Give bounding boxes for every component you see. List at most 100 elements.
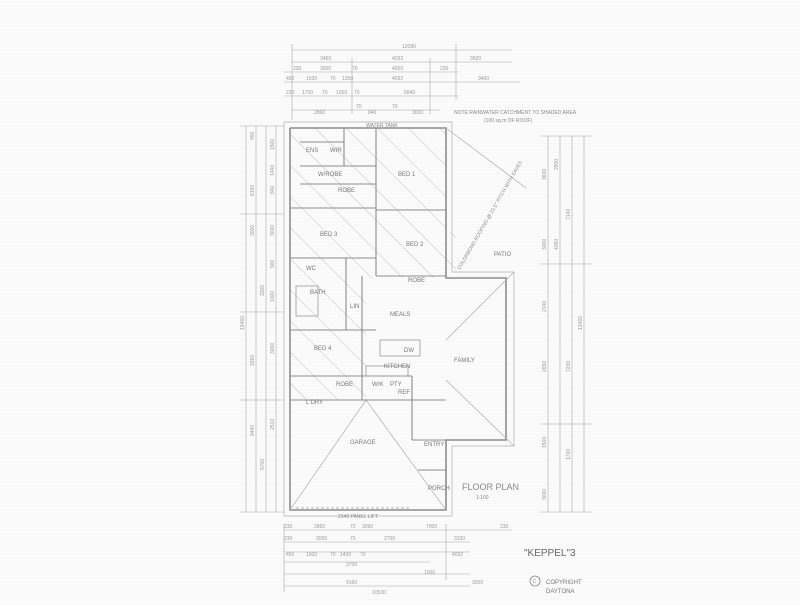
dim-right: 3000 xyxy=(542,239,548,250)
dim-right: 1700 xyxy=(566,449,572,460)
dim-bottom: 7000 xyxy=(426,524,437,530)
room-label-robe: ROBE xyxy=(338,188,355,194)
dim-top: 1730 xyxy=(302,90,313,96)
dim-top: 3460 xyxy=(320,56,331,62)
dim-right: 2900 xyxy=(554,159,560,170)
dim-bottom: 70 xyxy=(350,536,356,542)
room-label-family: FAMILY xyxy=(454,358,475,364)
room-label-garage: GARAGE xyxy=(350,440,376,446)
dim-bottom: 3000 xyxy=(472,580,483,586)
dim-bottom: 1430 xyxy=(340,552,351,558)
dim-bottom: 2700 xyxy=(384,536,395,542)
room-label-wir-robe: W/ROBE xyxy=(318,172,342,178)
bottom-dimension-lines xyxy=(283,524,512,592)
dim-top: 3000 xyxy=(320,66,331,72)
rainwater-note-area: (100 sq.m OF ROOF) xyxy=(484,118,532,124)
external-walls xyxy=(289,127,507,511)
dim-bottom: 9160 xyxy=(346,580,357,586)
roof-eave-outline xyxy=(283,121,527,517)
room-label-wc: WC xyxy=(306,266,317,272)
dim-bottom: 70 xyxy=(350,524,356,530)
dim-left-inner: 3000 xyxy=(270,343,276,354)
left-dimension-lines xyxy=(240,125,284,513)
dim-bottom: 230 xyxy=(284,524,293,530)
room-label-meals: MEALS xyxy=(390,312,410,318)
dim-top: 4032 xyxy=(392,76,403,82)
dim-left-inner: 3000 xyxy=(270,225,276,236)
dim-right: 2650 xyxy=(542,361,548,372)
dim-left-inner: 1000 xyxy=(270,291,276,302)
dim-top: 3500 xyxy=(470,56,481,62)
rainwater-catchment-hatch xyxy=(290,128,456,400)
room-label-robe2: ROBE xyxy=(408,278,425,284)
dim-top-overall: 12080 xyxy=(402,44,416,50)
room-label-bed2: BED 2 xyxy=(406,242,424,248)
room-label-bath: BATH xyxy=(310,290,326,296)
bath-tub xyxy=(295,285,319,317)
dim-top: 230 xyxy=(293,66,302,72)
dim-bottom: 3330 xyxy=(454,536,465,542)
dim-top: 1530 xyxy=(306,76,317,82)
right-dimension-lines xyxy=(540,135,592,513)
dim-top: 3030 xyxy=(412,110,423,116)
copyright-label: COPYRIGHT xyxy=(546,580,582,586)
room-label-bed3: BED 3 xyxy=(320,232,338,238)
dim-left-inner: 1500 xyxy=(270,139,276,150)
dim-bottom: 1500 xyxy=(424,570,435,576)
dim-top: 70 xyxy=(322,90,328,96)
room-label-ref: REF xyxy=(398,390,410,396)
copyright-icon xyxy=(529,575,541,587)
dim-left-inner: 2510 xyxy=(270,419,276,430)
room-label-entry: ENTRY xyxy=(424,442,444,448)
dim-top: 70 xyxy=(354,90,360,96)
dim-right: 2140 xyxy=(542,301,548,312)
dim-top: 5040 xyxy=(404,90,415,96)
room-label-laundry: L'DRY xyxy=(306,400,323,406)
dim-top: 4050 xyxy=(392,66,403,72)
room-label-ens: ENS xyxy=(306,148,318,154)
dim-bottom: 450 xyxy=(286,552,295,558)
dim-bottom: 4032 xyxy=(452,552,463,558)
dim-right: 7140 xyxy=(566,209,572,220)
room-label-wk: W/K xyxy=(372,382,383,388)
room-label-porch: PORCH xyxy=(428,486,450,492)
dim-top: 70 xyxy=(352,66,358,72)
dim-top: 450 xyxy=(286,76,295,82)
dim-bottom: 2860 xyxy=(314,524,325,530)
dim-top: 230 xyxy=(440,66,449,72)
dim-right: 3000 xyxy=(542,489,548,500)
dim-top: 1350 xyxy=(342,76,353,82)
dim-left: 3300 xyxy=(260,285,266,296)
room-label-bed4: BED 4 xyxy=(314,346,332,352)
dim-top: 2860 xyxy=(314,110,325,116)
dim-top: 840 xyxy=(368,110,377,116)
room-label-pty: PTY xyxy=(390,382,402,388)
dim-bottom: 3090 xyxy=(362,524,373,530)
dim-left: 5700 xyxy=(260,459,266,470)
floor-plan-scale: 1:100 xyxy=(476,495,489,501)
right-dimension-labels: 3600 2900 7140 3000 4050 2140 2650 7230 … xyxy=(542,159,584,500)
dim-bottom: 70 xyxy=(330,552,336,558)
left-dimension-labels: 13460 450 8150 3000 3300 3260 9440 5700 … xyxy=(240,131,276,470)
dim-bottom: 3700 xyxy=(346,562,357,568)
dim-bottom: 230 xyxy=(500,524,509,530)
dim-left: 9440 xyxy=(250,425,256,436)
dim-bottom: 3000 xyxy=(316,536,327,542)
kitchen-bench xyxy=(365,365,409,377)
rainwater-note: NOTE:RAINWATER CATCHMENT TO SHADED AREA xyxy=(454,110,577,116)
copyright-owner: DAYTONA xyxy=(546,589,574,595)
kitchen-island xyxy=(379,339,421,357)
room-label-dw: DW xyxy=(404,348,414,354)
room-label-bed1: BED 1 xyxy=(398,172,416,178)
dim-left-inner: 1440 xyxy=(270,165,276,176)
dim-left-inner: 840 xyxy=(270,185,276,194)
dim-top: 4032 xyxy=(392,56,403,62)
dim-bottom-overall: 10530 xyxy=(372,590,386,596)
dim-left: 8150 xyxy=(250,185,256,196)
roof-pitch-note: COLORBOND ROOFING @ 22.5° PITCH WITH EAV… xyxy=(457,159,525,271)
dim-left-overall: 13460 xyxy=(240,316,246,330)
dim-left: 3000 xyxy=(250,225,256,236)
dim-top: 1050 xyxy=(336,90,347,96)
